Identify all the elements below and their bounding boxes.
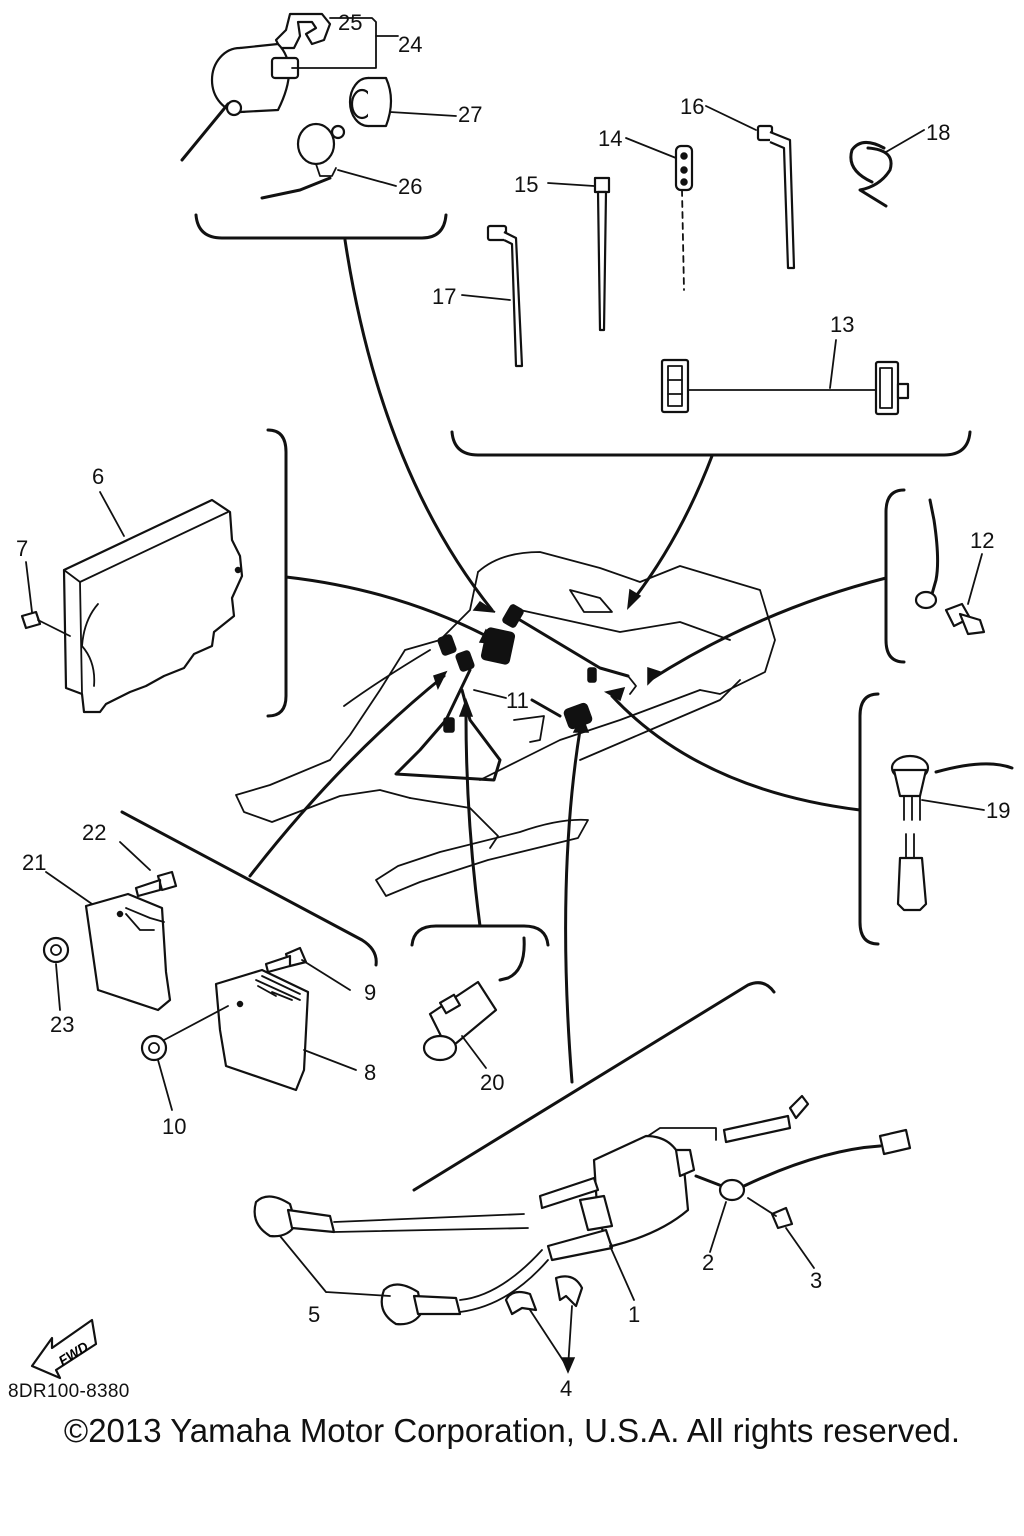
callout-numbers: 25 24 27 26 16 14 18 15 17 13 6 7 12 11 … [16,10,1010,1401]
bolt-part-22 [134,870,178,898]
callout-21: 21 [22,850,46,875]
key-cap-part-27 [348,76,393,128]
bracket-part-13 [660,358,910,416]
fwd-arrow-icon: FWD [30,1318,98,1380]
ground-lead [914,498,940,610]
callout-11: 11 [506,688,529,713]
callout-26: 26 [398,174,422,199]
nut-part-23 [42,936,70,964]
callout-27: 27 [458,102,482,127]
plug-cap-part-5 [253,1195,549,1326]
wire-harness [394,604,637,782]
callout-24: 24 [398,32,422,57]
nut-part-10 [140,1034,168,1062]
callout-20: 20 [480,1070,504,1095]
rectifier-part-8 [214,968,310,1092]
callout-15: 15 [514,172,538,197]
callout-23: 23 [50,1012,74,1037]
callout-4: 4 [560,1376,572,1401]
band-part-16 [756,124,796,270]
callout-8: 8 [364,1060,376,1085]
main-switch-assembly [180,12,332,162]
cdi-unit-part-6 [62,498,244,714]
callout-7: 7 [16,536,28,561]
diagram-code: 8DR100-8380 [8,1381,130,1402]
bolt-part-9 [264,946,308,974]
clamp-part-4 [504,1275,584,1316]
callout-6: 6 [92,464,104,489]
callout-25: 25 [338,10,362,35]
callout-3: 3 [810,1268,822,1293]
callout-17: 17 [432,284,456,309]
callout-arrowheads [560,1357,576,1374]
callout-12: 12 [970,528,994,553]
callout-22: 22 [82,820,106,845]
callout-14: 14 [598,126,622,151]
callout-5: 5 [308,1302,320,1327]
band-part-15 [593,176,611,332]
connector-part-14 [674,144,694,291]
callout-19: 19 [986,798,1010,823]
callout-leaders [25,17,985,1369]
callout-9: 9 [364,980,376,1005]
screw-part-7 [20,610,71,637]
callout-10: 10 [162,1114,186,1139]
bolt-part-12 [944,602,986,636]
band-part-17 [486,224,524,368]
chassis-outline [235,551,776,897]
regulator-part-21 [84,892,172,1012]
ignition-coil-part-1 [538,1094,810,1262]
condenser-part-20 [422,936,526,1062]
leader-lines [248,238,888,1084]
callout-16: 16 [680,94,704,119]
callout-2: 2 [702,1250,714,1275]
callout-18: 18 [926,120,950,145]
ring-terminal-part-2 [694,1128,912,1202]
switch-part-26 [260,122,346,200]
screw-part-3 [747,1197,794,1230]
callout-1: 1 [628,1302,640,1327]
sensor-part-19 [890,754,1014,912]
copyright-notice: ©2013 Yamaha Motor Corporation, U.S.A. A… [63,1412,961,1449]
clip-part-18 [849,141,893,208]
callout-13: 13 [830,312,854,337]
